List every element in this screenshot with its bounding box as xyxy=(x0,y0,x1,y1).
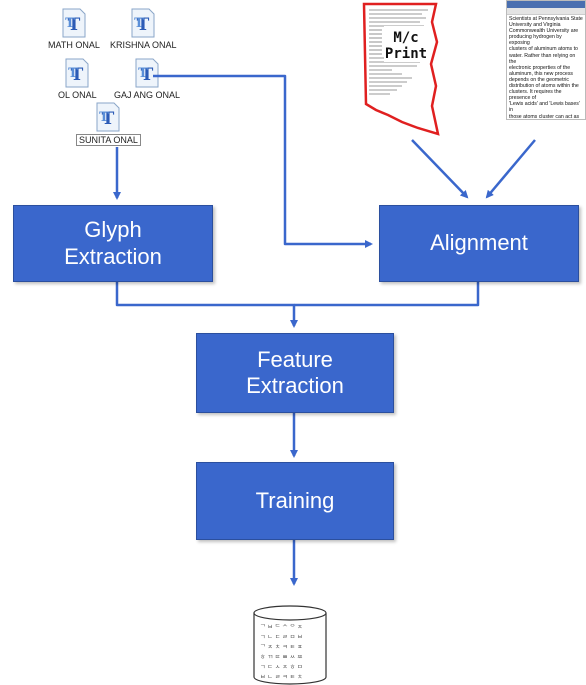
truetype-font-icon: T T xyxy=(62,8,86,38)
arrow-alignment-to-feature xyxy=(294,280,480,307)
font-file-label: SUNITA ONAL xyxy=(76,134,141,146)
svg-text:T: T xyxy=(65,16,75,31)
document-body-text: Scientists at Pennsylvania State Univers… xyxy=(509,16,583,120)
svg-text:ㅎ ㄲ ㄸ ㅃ ㅆ ㅉ: ㅎ ㄲ ㄸ ㅃ ㅆ ㅉ xyxy=(260,654,303,661)
svg-text:T: T xyxy=(138,66,148,81)
svg-text:ᄀ ㅂ ᄃ ᄉ ᄋ ㅈ: ᄀ ㅂ ᄃ ᄉ ᄋ ㅈ xyxy=(260,624,303,631)
svg-text:T: T xyxy=(137,15,150,35)
font-file-label: KRISHNA ONAL xyxy=(110,40,177,50)
font-file-sunita[interactable]: T T SUNITA ONAL xyxy=(76,102,141,146)
font-file-gajang[interactable]: T T GAJ ANG ONAL xyxy=(114,58,180,100)
document-menubar xyxy=(507,8,585,15)
alignment-box: Alignment xyxy=(379,205,579,282)
feature-extraction-label: Feature Extraction xyxy=(246,346,344,398)
svg-text:T: T xyxy=(100,110,110,125)
document-titlebar xyxy=(507,1,585,8)
arrow-fonts-to-alignment xyxy=(153,74,373,248)
font-file-ol[interactable]: T T OL ONAL xyxy=(58,58,97,100)
feature-extraction-box: Feature Extraction xyxy=(196,333,394,413)
font-file-label: OL ONAL xyxy=(58,90,97,100)
text-document-image: Scientists at Pennsylvania State Univers… xyxy=(506,0,586,120)
svg-text:T: T xyxy=(141,65,154,85)
alignment-label: Alignment xyxy=(430,230,528,256)
svg-text:ᄀ ㅈ ㅊ ㅋ ㅌ ㅍ: ᄀ ㅈ ㅊ ㅋ ㅌ ㅍ xyxy=(260,644,303,651)
printed-doc-line-1: M/c xyxy=(393,30,418,46)
truetype-font-icon: T T xyxy=(96,102,120,132)
svg-text:ㄱ ㄷ ㅅ ㅈ ㅎ ㅁ: ㄱ ㄷ ㅅ ㅈ ㅎ ㅁ xyxy=(260,664,303,671)
svg-text:ㅂ ㄴ ㄹ ㅋ ㅌ ㅊ: ㅂ ㄴ ㄹ ㅋ ㅌ ㅊ xyxy=(260,674,303,681)
arrow-glyph-to-feature xyxy=(115,282,298,328)
font-file-label: MATH ONAL xyxy=(48,40,100,50)
arrow-text-to-alignment xyxy=(485,139,536,199)
svg-text:T: T xyxy=(68,15,81,35)
glyph-extraction-box: Glyph Extraction xyxy=(13,205,213,282)
font-file-math[interactable]: T T MATH ONAL xyxy=(48,8,100,50)
svg-text:T: T xyxy=(102,109,115,129)
printed-doc-line-2: Print xyxy=(385,46,427,62)
truetype-font-icon: T T xyxy=(131,8,155,38)
truetype-font-icon: T T xyxy=(65,58,89,88)
svg-text:T: T xyxy=(71,65,84,85)
training-label: Training xyxy=(255,487,335,513)
training-box: Training xyxy=(196,462,394,540)
arrow-print-to-alignment xyxy=(411,139,469,199)
truetype-font-icon: T T xyxy=(135,58,159,88)
svg-text:T: T xyxy=(69,66,79,81)
glyph-extraction-label: Glyph Extraction xyxy=(64,217,162,269)
font-file-krishna[interactable]: T T KRISHNA ONAL xyxy=(110,8,177,50)
font-file-label: GAJ ANG ONAL xyxy=(114,90,181,100)
printed-document-image: M/c Print xyxy=(362,2,440,136)
svg-text:ㄱ ㄴ ㄷ ㄹ ㅁ ㅂ: ㄱ ㄴ ㄷ ㄹ ㅁ ㅂ xyxy=(260,634,303,641)
svg-text:T: T xyxy=(134,16,144,31)
database-icon: ᄀ ㅂ ᄃ ᄉ ᄋ ㅈ ㄱ ㄴ ㄷ ㄹ ㅁ ㅂ ᄀ ㅈ ㅊ ㅋ ㅌ ㅍ ㅎ ㄲ … xyxy=(253,605,327,685)
